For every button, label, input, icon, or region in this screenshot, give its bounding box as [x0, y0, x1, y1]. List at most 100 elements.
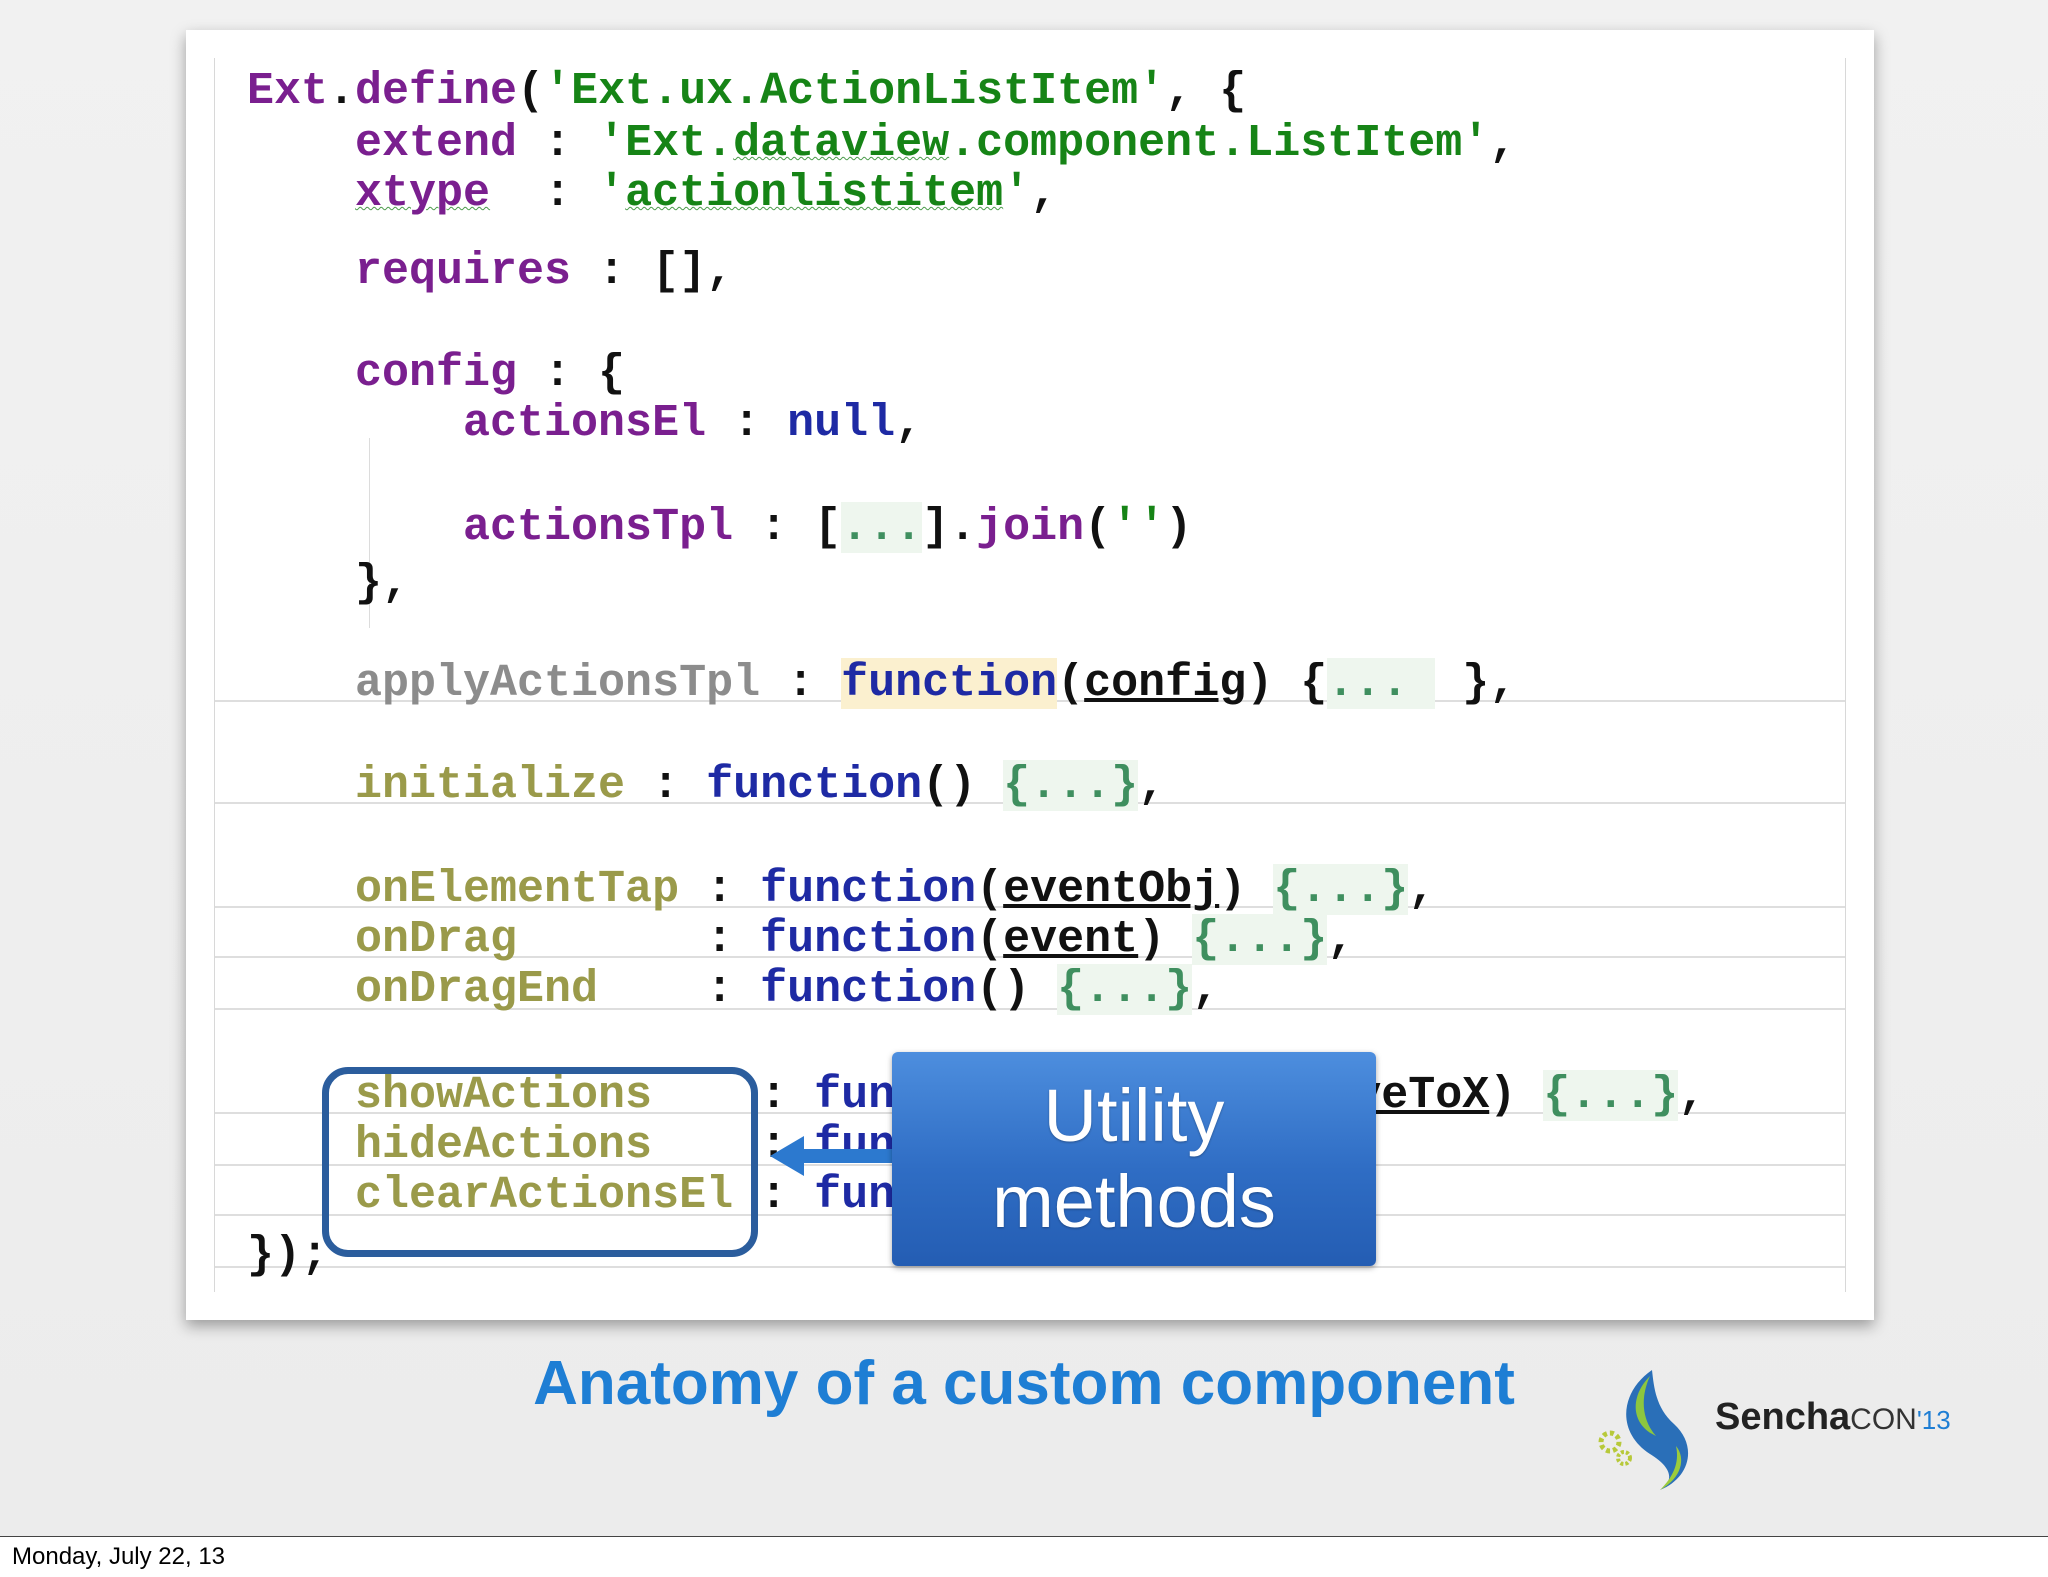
code-line: requires : [], [247, 246, 733, 298]
code-token: , { [1165, 66, 1247, 117]
code-token: function [760, 964, 977, 1015]
code-token: function [760, 914, 977, 965]
code-line: initialize : function() {...}, [247, 760, 1165, 812]
code-line: config : { [247, 348, 625, 400]
logo-year: '13 [1916, 1405, 1951, 1435]
code-token: , [1030, 168, 1058, 219]
code-token: ... [841, 502, 923, 553]
code-token: : [ [733, 502, 842, 553]
code-line: onDrag : function(event) {...}, [247, 914, 1354, 966]
code-token: ) { [1246, 658, 1328, 709]
fold-guide [369, 438, 370, 628]
code-token: ]. [922, 502, 977, 553]
code-token: actionsTpl [247, 502, 734, 553]
code-token: initialize [247, 760, 626, 811]
logo-con: CON [1850, 1403, 1917, 1436]
code-token: ( [976, 864, 1004, 915]
callout-line-2: methods [992, 1160, 1276, 1243]
sencha-leaf-icon [1598, 1370, 1689, 1490]
code-token: : [517, 118, 599, 169]
code-token: ) [1138, 914, 1193, 965]
code-token: actionlistitem [625, 168, 1004, 219]
code-token: null [787, 398, 896, 449]
code-token: : [652, 1070, 815, 1121]
code-token: ( [976, 914, 1004, 965]
code-token: define [355, 66, 518, 117]
code-token: extend [247, 118, 518, 169]
code-line: Ext.define('Ext.ux.ActionListItem', { [247, 66, 1246, 118]
code-token: : [679, 864, 761, 915]
code-token: }, [247, 558, 410, 609]
code-line: }, [247, 558, 409, 610]
code-token: showActions [247, 1070, 653, 1121]
code-token: onElementTap [247, 864, 680, 915]
code-token: config [1084, 658, 1247, 709]
code-token: onDragEnd [247, 964, 599, 1015]
footer-bar: Monday, July 22, 13 [0, 1536, 2048, 1577]
callout-line-1: Utility [1043, 1074, 1225, 1157]
logo-brand: Sencha [1715, 1396, 1851, 1438]
code-token: 'Ext.ux.ActionListItem' [544, 66, 1166, 117]
code-token: ) [1219, 864, 1274, 915]
code-token: }); [247, 1230, 329, 1281]
code-token: onDrag [247, 914, 518, 965]
code-line: actionsEl : null, [247, 398, 922, 450]
code-token: ) [1489, 1070, 1544, 1121]
code-token: config [247, 348, 518, 399]
code-token: : [733, 1170, 815, 1221]
code-token: : [517, 914, 761, 965]
code-line: }); [247, 1230, 328, 1282]
code-token: () [976, 964, 1058, 1015]
arrow-left-icon [770, 1136, 900, 1176]
code-token: ( [1057, 658, 1085, 709]
code-token: ' [598, 168, 626, 219]
code-token: 'Ext. [598, 118, 734, 169]
code-token: {...} [1057, 964, 1193, 1015]
code-token: , [895, 398, 923, 449]
code-token: join [976, 502, 1085, 553]
code-line: onElementTap : function(eventObj) {...}, [247, 864, 1435, 916]
code-token: }, [1435, 658, 1517, 709]
code-token: ' [1003, 168, 1031, 219]
code-token: , [1192, 964, 1220, 1015]
code-token: hideActions [247, 1120, 653, 1171]
slide: Ext.define('Ext.ux.ActionListItem', { ex… [0, 0, 2048, 1536]
code-token: applyActionsTpl [247, 658, 761, 709]
code-token: , [1327, 914, 1355, 965]
code-separator [215, 906, 1845, 908]
code-line: actionsTpl : [...].join('') [247, 502, 1192, 554]
code-token: actionsEl [247, 398, 707, 449]
code-token: {...} [1543, 1070, 1679, 1121]
code-line: extend : 'Ext.dataview.component.ListIte… [247, 118, 1516, 170]
code-token: xtype [355, 168, 491, 219]
code-token: . [328, 66, 356, 117]
code-line: onDragEnd : function() {...}, [247, 964, 1219, 1016]
code-token: , [1489, 118, 1517, 169]
code-token: : [625, 760, 707, 811]
code-token: function [760, 864, 977, 915]
code-token: eventObj [1003, 864, 1220, 915]
code-token: : [], [571, 246, 734, 297]
code-token: : [760, 658, 842, 709]
code-token: , [1408, 864, 1436, 915]
code-line: applyActionsTpl : function(config) {... … [247, 658, 1516, 710]
slide-title: Anatomy of a custom component [533, 1349, 1515, 1418]
code-separator [215, 1266, 1845, 1268]
code-token: function [706, 760, 923, 811]
code-token: {...} [1273, 864, 1409, 915]
code-token: : { [517, 348, 626, 399]
code-token: dataview [733, 118, 950, 169]
code-token: , [1678, 1070, 1706, 1121]
code-separator [215, 1008, 1845, 1010]
senchacon-logo: SenchaCON'13 [1590, 1362, 1951, 1492]
code-token: function [841, 658, 1058, 709]
utility-methods-highlight [322, 1067, 758, 1257]
code-token: ( [517, 66, 545, 117]
code-token: clearActionsEl [247, 1170, 734, 1221]
code-token: '' [1111, 502, 1166, 553]
code-token: , [1138, 760, 1166, 811]
code-token: : [706, 398, 788, 449]
code-token: ) [1165, 502, 1193, 553]
code-separator [215, 956, 1845, 958]
code-token: () [922, 760, 1004, 811]
